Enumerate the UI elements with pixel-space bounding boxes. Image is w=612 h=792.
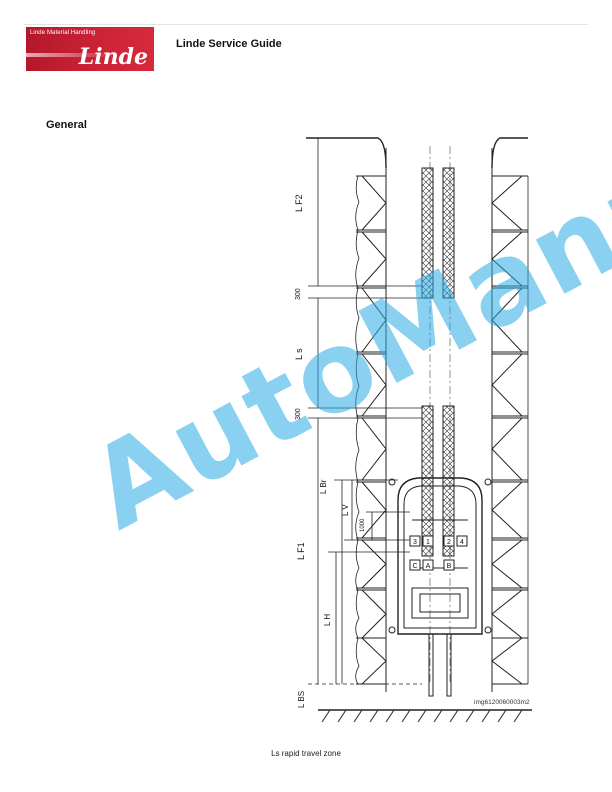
dimension-lines [308,137,422,685]
dimension-labels: L F2 300 L s 300 L Br L V 1000 L F1 L H … [294,194,366,708]
label-lv: L V [341,504,350,516]
label-lbs: L BS [297,691,306,708]
aisle-diagram-svg: 3 1 2 4 C A B L F2 300 L s [294,137,532,723]
label-lf2: L F2 [294,194,304,212]
aisle-diagram: 3 1 2 4 C A B L F2 300 L s [282,128,532,737]
sensor-label-3: 3 [413,539,417,546]
strip-upper-left [421,167,434,299]
figure-caption: Ls rapid travel zone [271,749,341,758]
sensor-label-4: 4 [460,539,464,546]
aisle-entry-left [306,137,387,169]
strip-upper-right [442,167,455,299]
dim-1000: 1000 [360,518,366,532]
strip-lower-right [442,405,455,557]
sensor-label-2: 2 [447,539,451,546]
figure-image-code: img6120060003m2 [474,699,530,706]
left-rack [355,148,387,692]
header-rule [24,24,588,25]
forklift [388,477,492,697]
dim-300-lower: 300 [295,408,302,420]
right-rack [491,148,529,692]
linde-logo: Linde Material Handling Linde [26,27,154,71]
section-title: General [46,119,87,131]
ground-hatch [318,709,532,723]
strip-lower-left [421,405,434,557]
label-lh: L H [323,614,332,626]
sensor-boxes: 3 1 2 4 C A B [409,535,468,571]
logo-swoosh [26,53,112,57]
sensor-label-a: A [426,563,431,570]
label-lbr: L Br [319,479,328,494]
logo-wordmark: Linde [78,44,148,70]
logo-subtitle: Linde Material Handling [30,30,96,36]
label-ls: L s [294,348,304,360]
page-header-title: Linde Service Guide [176,38,282,50]
sensor-label-1: 1 [426,539,430,546]
sensor-label-b: B [447,563,452,570]
label-lf1: L F1 [296,542,306,560]
aisle-entry-right [491,137,528,169]
dim-300-upper: 300 [295,288,302,300]
sensor-label-c: C [412,563,417,570]
